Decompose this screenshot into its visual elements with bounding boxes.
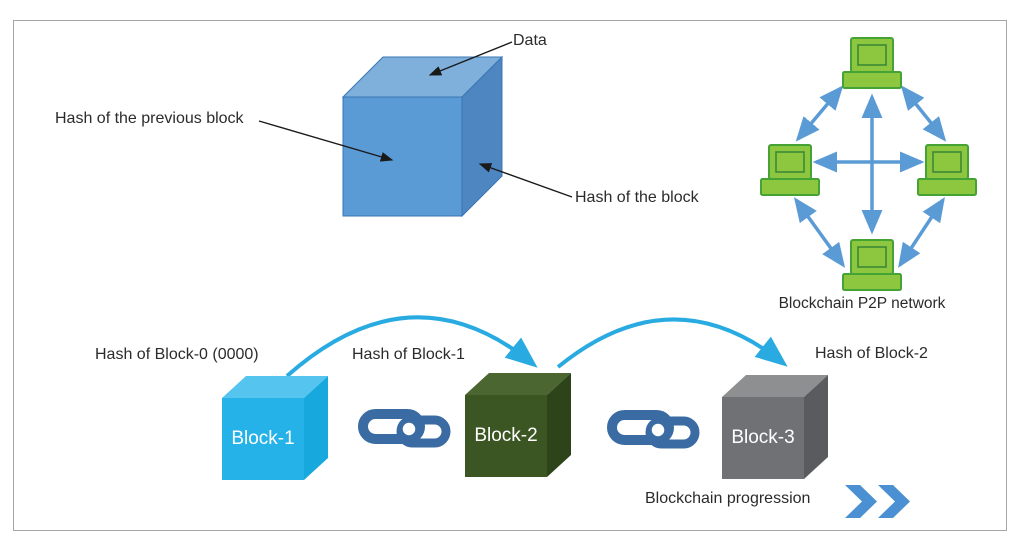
progression-caption: Blockchain progression (645, 490, 811, 507)
block1-front-face (222, 398, 304, 480)
block-2-name: Block-2 (474, 425, 538, 446)
block-3-cube (722, 375, 828, 479)
block-2-cube (465, 373, 571, 477)
hash-of-block0-label: Hash of Block-0 (0000) (95, 346, 259, 363)
block-1-cube (222, 376, 328, 480)
link-top-right (900, 85, 947, 142)
data-leader-arrow (428, 41, 513, 76)
hash-of-block-label: Hash of the block (575, 189, 699, 206)
hash-of-block1-label: Hash of Block-1 (352, 346, 465, 363)
arc-block2-to-block3 (556, 317, 788, 369)
block2-top-face (465, 373, 571, 395)
link-top-left (795, 85, 844, 142)
hash-arcs (285, 315, 788, 378)
progression-chevrons-icon (845, 485, 910, 518)
computer-node-bottom (842, 239, 902, 291)
hash-previous-leader-arrow (258, 120, 394, 162)
data-label: Data (513, 32, 547, 49)
block-anatomy-cube (341, 55, 504, 218)
block-1-name: Block-1 (231, 428, 295, 449)
hash-block-leader-arrow (478, 163, 573, 198)
anatomy-leader-lines (258, 41, 573, 198)
computer-node-right (917, 144, 977, 196)
block2-front-face (465, 395, 547, 477)
arc-block1-to-block2 (285, 315, 538, 378)
block1-top-face (222, 376, 328, 398)
cube-front-face (342, 96, 463, 217)
p2p-network (760, 37, 977, 291)
block1-right-face (304, 376, 328, 480)
block3-right-face (804, 375, 828, 479)
chain-link-icon-1 (363, 414, 446, 443)
block-3-name: Block-3 (731, 427, 795, 448)
p2p-links (793, 85, 947, 268)
computer-node-left (760, 144, 820, 196)
computer-node-top (842, 37, 902, 89)
link-left-bottom (793, 197, 846, 268)
chevron-icon-2 (878, 485, 910, 518)
block2-right-face (547, 373, 571, 477)
chain-link-icon-2 (612, 415, 695, 444)
link-right-bottom (898, 197, 945, 268)
chevron-icon-1 (845, 485, 877, 518)
p2p-network-caption: Blockchain P2P network (778, 295, 946, 312)
hash-of-block2-label: Hash of Block-2 (815, 345, 928, 362)
hash-previous-block-label: Hash of the previous block (55, 110, 244, 127)
block3-top-face (722, 375, 828, 397)
block3-front-face (722, 397, 804, 479)
